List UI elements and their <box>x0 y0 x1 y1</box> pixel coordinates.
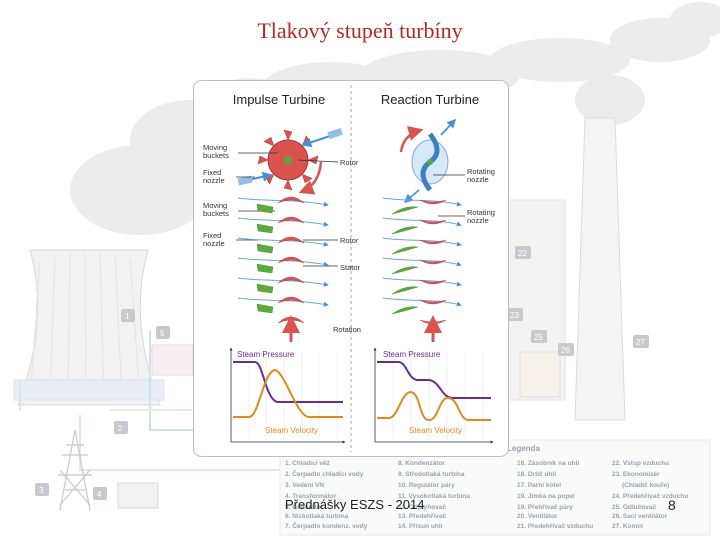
header-impulse-turbine: Impulse Turbine <box>233 92 326 107</box>
badge-22: 22 <box>518 249 527 258</box>
svg-text:6. Nízkotlaká turbína: 6. Nízkotlaká turbína <box>285 513 349 520</box>
reaction-jet-top <box>440 118 457 136</box>
svg-text:14. Přísun uhlí: 14. Přísun uhlí <box>398 523 443 530</box>
impulse-velocity-label: Steam Velocity <box>265 426 318 435</box>
svg-text:7. Čerpadlo kondenz. vody: 7. Čerpadlo kondenz. vody <box>285 521 368 530</box>
chimney <box>574 117 626 421</box>
impulse-graph: Steam Pressure Steam Velocity <box>229 347 346 444</box>
plant-number-badges: 1 2 3 4 5 22 23 25 26 27 <box>35 246 649 500</box>
page-number: 8 <box>668 497 676 513</box>
svg-text:16. Zásobník na uhlí: 16. Zásobník na uhlí <box>517 460 579 467</box>
reaction-wheel <box>411 132 449 192</box>
svg-text:22. Vstup vzduchu: 22. Vstup vzduchu <box>612 460 669 467</box>
reaction-pressure-label: Steam Pressure <box>383 350 441 359</box>
svg-text:19. Přehřívač páry: 19. Přehřívač páry <box>517 504 573 511</box>
badge-3: 3 <box>39 486 44 495</box>
badge-23: 23 <box>510 311 519 320</box>
label-rotation: Rotation <box>333 325 361 334</box>
power-pylon <box>58 429 92 511</box>
svg-text:8. Kondenzátor: 8. Kondenzátor <box>398 460 445 467</box>
impulse-rotation-arrow <box>298 161 323 195</box>
svg-text:26. Sací ventilátor: 26. Sací ventilátor <box>612 513 668 520</box>
svg-text:27. Komín: 27. Komín <box>612 523 643 530</box>
legend-title: Legenda <box>507 444 540 453</box>
reaction-stages <box>382 197 462 325</box>
reaction-velocity-curve <box>377 390 491 422</box>
badge-5: 5 <box>160 329 165 338</box>
impulse-velocity-curve <box>233 368 343 418</box>
svg-text:13. Předehřívač: 13. Předehřívač <box>398 513 446 520</box>
badge-4: 4 <box>97 490 102 499</box>
svg-text:17. Parní kotel: 17. Parní kotel <box>517 482 561 489</box>
svg-text:20. Ventilátor: 20. Ventilátor <box>517 513 558 520</box>
impulse-stages <box>237 196 329 324</box>
svg-text:11. Vysokotlaká turbína: 11. Vysokotlaká turbína <box>398 493 470 500</box>
badge-26: 26 <box>561 346 570 355</box>
badge-1: 1 <box>125 312 130 321</box>
svg-text:(Chladič kouře): (Chladič kouře) <box>622 482 669 489</box>
footer-lecture-name: Přednášky ESZS - 2014 <box>285 497 425 512</box>
svg-text:5. Generátor: 5. Generátor <box>285 504 324 511</box>
svg-text:2. Čerpadlo chladicí vody: 2. Čerpadlo chladicí vody <box>285 469 364 478</box>
svg-text:1. Chladicí věž: 1. Chladicí věž <box>285 460 331 467</box>
svg-text:19. Jímka na popel: 19. Jímka na popel <box>517 493 575 500</box>
badge-2: 2 <box>118 424 123 433</box>
impulse-pressure-curve <box>233 361 343 403</box>
svg-text:12. Odplyňovač: 12. Odplyňovač <box>398 504 446 511</box>
badge-27: 27 <box>636 338 645 347</box>
label-stator: Stator <box>340 263 361 272</box>
svg-text:3. Vedení VN: 3. Vedení VN <box>285 482 324 489</box>
svg-text:21. Předehřívač vzduchu: 21. Předehřívač vzduchu <box>517 523 593 530</box>
reaction-graph: Steam Pressure Steam Velocity <box>373 347 494 444</box>
badge-25: 25 <box>534 333 543 342</box>
label-rotor-2: Rotor <box>340 236 359 245</box>
svg-text:9. Středotlaká turbína: 9. Středotlaká turbína <box>398 471 465 478</box>
reaction-rotation-arrow <box>399 126 424 153</box>
svg-text:23. Ekonomizér: 23. Ekonomizér <box>612 471 660 478</box>
reaction-pressure-curve <box>377 361 491 399</box>
impulse-jet-top <box>301 134 334 148</box>
svg-text:4. Transformátor: 4. Transformátor <box>285 493 337 500</box>
label-rotor-1: Rotor <box>340 158 359 167</box>
header-reaction-turbine: Reaction Turbine <box>381 92 479 107</box>
legend-list: 1. Chladicí věž 2. Čerpadlo chladicí vod… <box>285 460 688 530</box>
slide-title: Tlakový stupeň turbíny <box>257 18 463 43</box>
svg-text:24. Předehřívač vzduchu: 24. Předehřívač vzduchu <box>612 493 688 500</box>
svg-text:18. Drtič uhlí: 18. Drtič uhlí <box>517 471 556 478</box>
reaction-velocity-label: Steam Velocity <box>409 426 462 435</box>
svg-text:10. Regulátor páry: 10. Regulátor páry <box>398 482 455 489</box>
impulse-pressure-label: Steam Pressure <box>237 350 295 359</box>
impulse-flow-lines <box>237 197 329 307</box>
svg-text:25. Odlučovač: 25. Odlučovač <box>612 504 656 511</box>
